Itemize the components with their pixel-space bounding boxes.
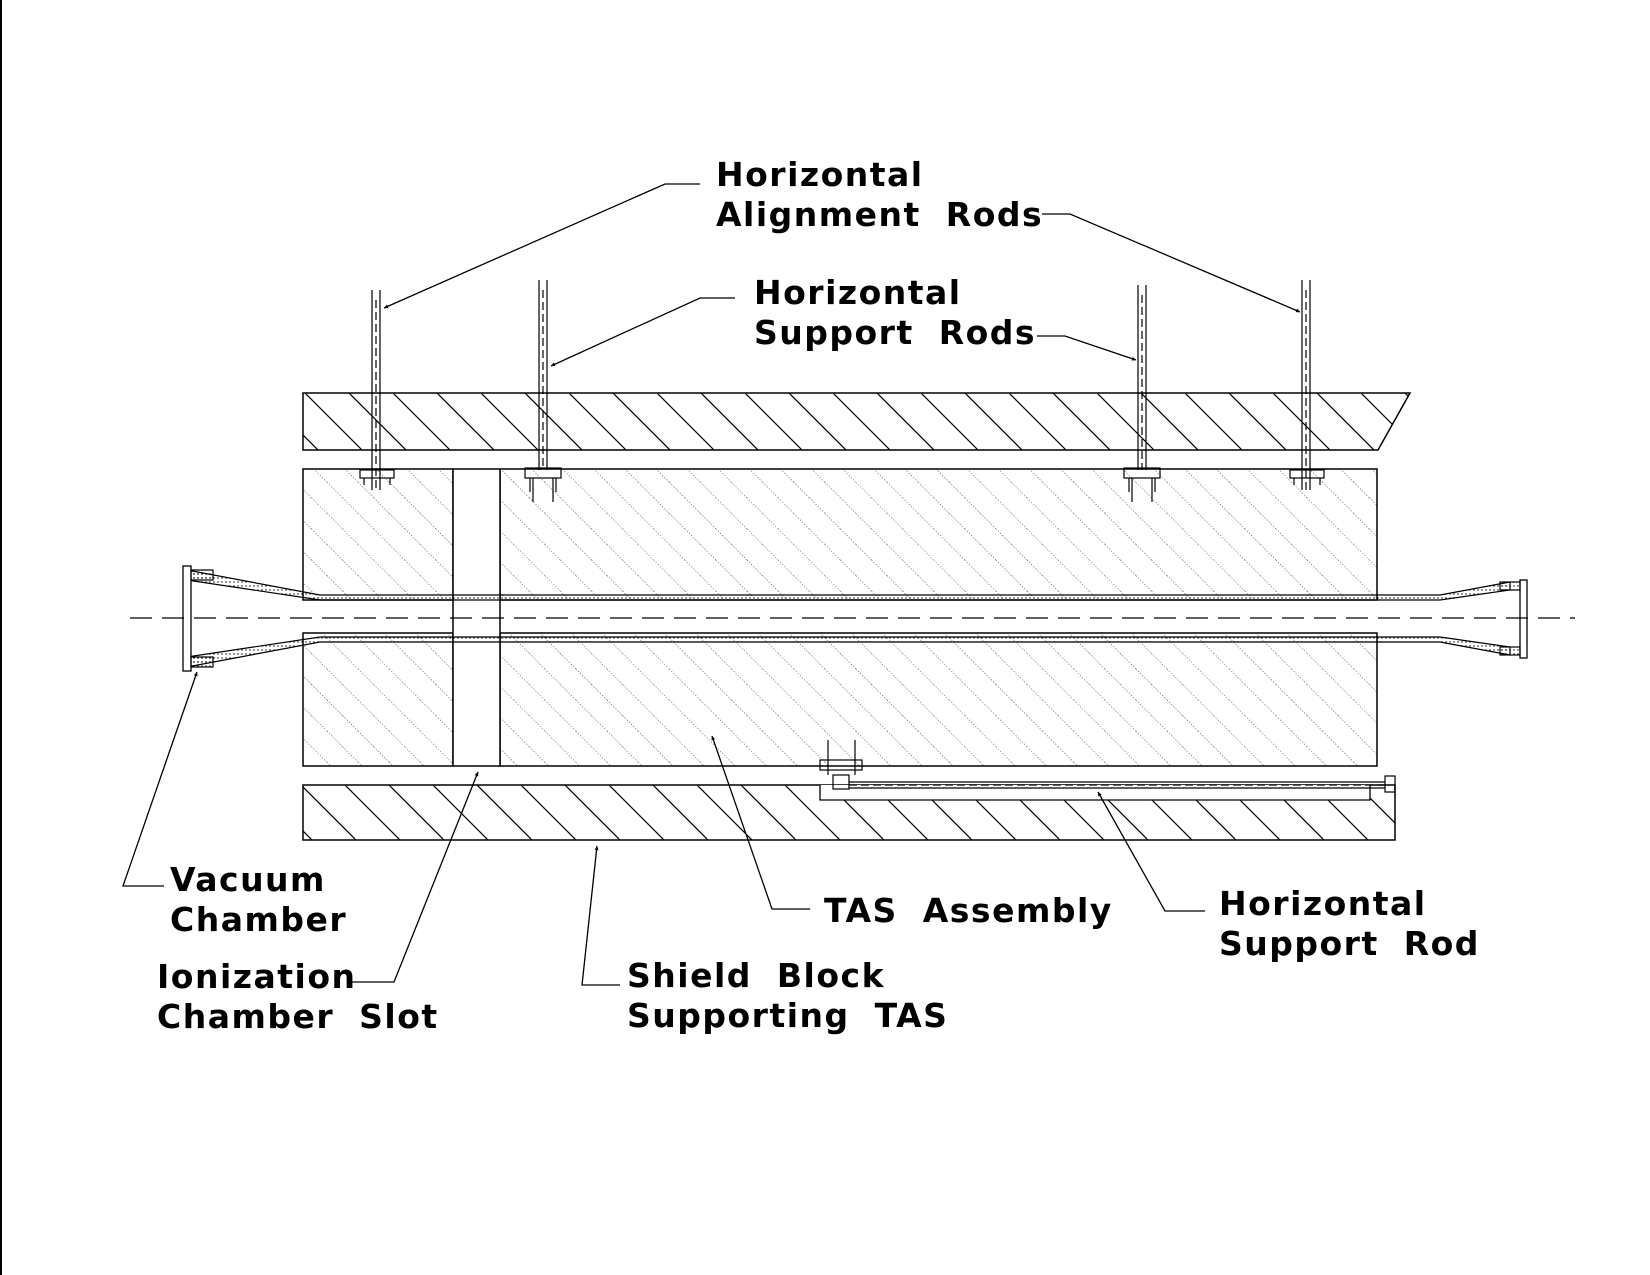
tas-block-upstream-bottom <box>302 632 454 767</box>
label-line: Alignment Rods <box>716 195 1044 234</box>
support-rod-1 <box>524 280 562 502</box>
label-line: Horizontal <box>754 273 962 312</box>
tas-block-main-bottom <box>499 632 1378 767</box>
leader-alignment-right <box>1042 213 1301 313</box>
label-vacuum-chamber: Vacuum Chamber <box>170 860 347 940</box>
label-horizontal-support-rod: Horizontal Support Rod <box>1219 884 1480 964</box>
alignment-rod-1 <box>359 290 395 490</box>
leader-tas <box>711 735 810 910</box>
leader-alignment-left <box>383 183 700 309</box>
support-rod-groove <box>819 785 1371 801</box>
label-horizontal-support-rods: Horizontal Support Rods <box>754 273 1036 353</box>
top-shield-block <box>302 392 1412 451</box>
label-line: TAS Assembly <box>824 891 1113 930</box>
leader-support-rod <box>1097 791 1205 912</box>
leader-support-right <box>1037 335 1137 361</box>
label-line: Vacuum <box>170 860 326 899</box>
support-rod-2 <box>1123 285 1161 502</box>
vacuum-chamber-shape <box>182 565 1528 672</box>
label-horizontal-alignment-rods: Horizontal Alignment Rods <box>716 155 1043 235</box>
label-line: Horizontal <box>1219 884 1427 923</box>
leader-support-left <box>550 297 735 367</box>
label-line: Chamber Slot <box>157 997 439 1036</box>
tas-block-main-top <box>499 468 1378 601</box>
label-line: Chamber <box>170 900 348 939</box>
label-line: Supporting TAS <box>627 996 949 1035</box>
label-line: Support Rods <box>754 313 1037 352</box>
label-line: Support Rod <box>1219 924 1480 963</box>
label-line: Ionization <box>157 957 357 996</box>
label-line: Shield Block <box>627 956 886 995</box>
horizontal-support-rod-shape <box>819 740 1396 793</box>
leader-ionization <box>352 771 479 983</box>
label-tas-assembly: TAS Assembly <box>824 891 1113 931</box>
label-line: Horizontal <box>716 155 924 194</box>
alignment-rod-2 <box>1289 280 1325 490</box>
leader-vacuum <box>122 671 198 887</box>
tas-block-upstream-top <box>302 468 454 601</box>
label-shield-block: Shield Block Supporting TAS <box>627 956 948 1036</box>
leader-shield <box>581 845 620 986</box>
label-ionization-chamber-slot: Ionization Chamber Slot <box>157 957 439 1037</box>
